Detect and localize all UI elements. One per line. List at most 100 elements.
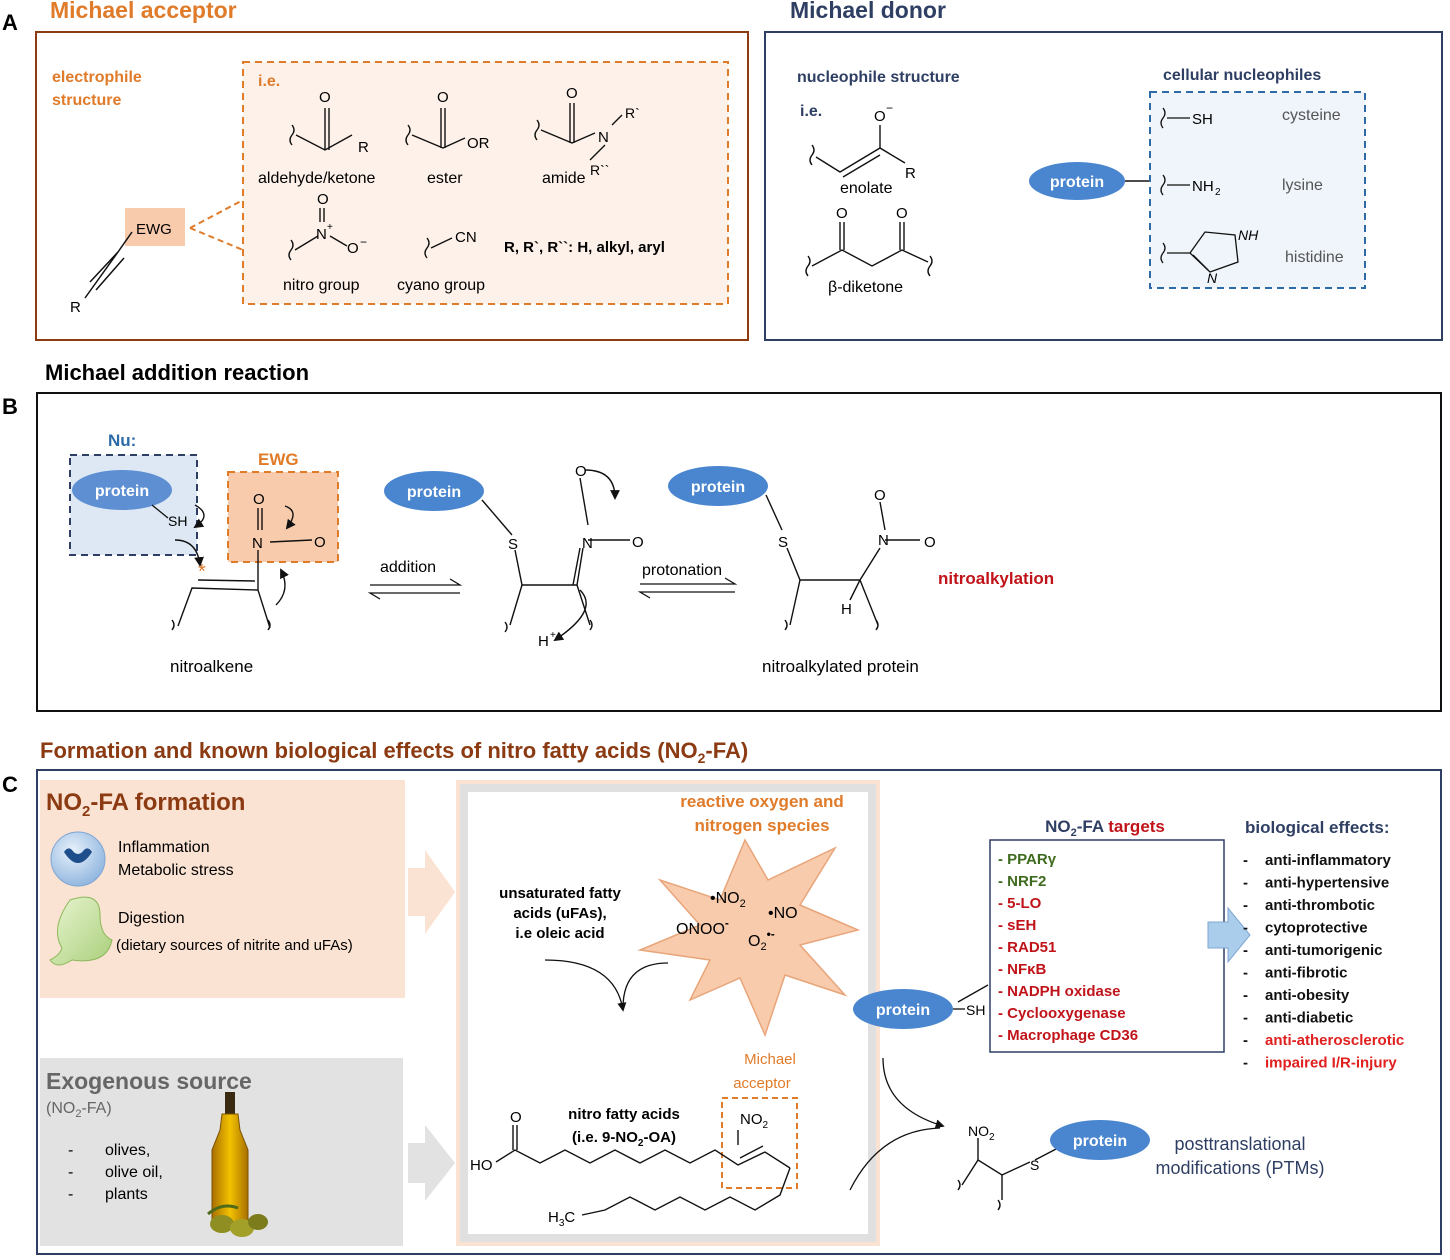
effect-item: anti-inflammatory (1265, 852, 1392, 869)
effect-item: anti-hypertensive (1265, 875, 1389, 892)
intermediate-o-top: O (575, 463, 587, 480)
olive-oil-bottle-icon (207, 1092, 268, 1237)
effect-dash: - (1243, 965, 1248, 982)
asterisk-marker: * (198, 561, 206, 583)
ros-title-2: nitrogen species (694, 816, 829, 835)
nitroalkene-label: nitroalkene (170, 657, 253, 676)
histidine-nh: NH (1238, 227, 1259, 243)
exo-dash-2: - (68, 1164, 73, 1181)
ewg-box (227, 471, 339, 563)
protein-label-c1: protein (876, 1002, 930, 1019)
nitro-group-label: nitro group (283, 277, 360, 294)
amide-r2: R`` (590, 162, 609, 178)
protein-to-targets-line (957, 984, 989, 1003)
nitroalkene-o-minus: O (314, 534, 326, 551)
cellular-nucleophiles-title: cellular nucleophiles (1163, 67, 1321, 84)
metabolic-stress-label: Metabolic stress (118, 862, 234, 879)
peroxynitrite: ONOO- (676, 916, 729, 938)
nitro-group-structure (288, 208, 348, 261)
sh-label-b: SH (168, 513, 187, 529)
r-groups-legend: R, R`, R``: H, alkyl, aryl (504, 239, 665, 256)
dietary-sources-label: (dietary sources of nitrite and uFAs) (116, 937, 353, 954)
protein-sh-c: SH (966, 1002, 985, 1018)
exo-dash-3: - (68, 1186, 73, 1203)
ufa-label-3: i.e oleic acid (515, 925, 604, 942)
effect-item: anti-atherosclerotic (1265, 1032, 1404, 1049)
cyano-cn: CN (455, 229, 477, 246)
ptm-label-2: modifications (PTMs) (1155, 1158, 1324, 1178)
protein-label-b1: protein (95, 483, 149, 500)
michael-donor-title: Michael donor (790, 0, 946, 23)
protein-ellipse-a (1029, 162, 1125, 200)
amide-structure (534, 103, 623, 161)
target-item: - NFκB (998, 961, 1047, 978)
enolate-label: enolate (840, 180, 893, 197)
exogenous-item-olive-oil: olive oil, (105, 1164, 163, 1181)
target-item: - sEH (998, 917, 1036, 934)
ptm-arrow-1 (882, 1057, 945, 1129)
nitro-o-top: O (317, 191, 329, 208)
nitro-fa-label-1: nitro fatty acids (568, 1106, 680, 1123)
michael-acceptor-title: Michael acceptor (50, 0, 237, 23)
aldehyde-o: O (319, 89, 331, 106)
ufa-label-2: acids (uFAs), (513, 905, 606, 922)
r-group: R (70, 299, 81, 316)
superoxide: O2•- (748, 927, 775, 953)
amide-o: O (566, 85, 578, 102)
exo-dash-1: - (68, 1142, 73, 1159)
nitroalkylation-label: nitroalkylation (938, 569, 1054, 588)
michael-acceptor-c-2: acceptor (733, 1075, 791, 1092)
cyano-group-structure (424, 237, 453, 259)
nitro-oleic-acid-structure (495, 1125, 791, 1216)
ester-or: OR (467, 135, 490, 152)
exogenous-title: Exogenous source (46, 1068, 252, 1094)
lysine-nh2-sub: 2 (1215, 187, 1221, 198)
product-s: S (778, 534, 788, 551)
nitroalkylated-protein-structure (765, 494, 920, 631)
amide-label: amide (542, 170, 586, 187)
oa-no2: NO2 (740, 1111, 769, 1131)
ester-label: ester (427, 170, 463, 187)
examples-box (242, 61, 729, 305)
effect-item: anti-fibrotic (1265, 965, 1348, 982)
ewg-label: EWG (136, 221, 172, 238)
panel-letter-c: C (2, 772, 18, 797)
middle-inner-box (460, 784, 876, 1242)
targets-list: - PPARγ- NRF2- 5-LO- sEH- RAD51- NFκB- N… (998, 851, 1138, 1044)
hplus-label: H (538, 633, 549, 650)
effect-item: anti-obesity (1265, 987, 1350, 1004)
target-item: - Cyclooxygenase (998, 1005, 1126, 1022)
target-item: - 5-LO (998, 895, 1042, 912)
svg-text:+: + (550, 630, 556, 641)
ptm-s: S (1030, 1157, 1039, 1173)
protein-ellipse-c1 (853, 989, 953, 1029)
effect-dash: - (1243, 920, 1248, 937)
effect-item: cytoprotective (1265, 920, 1368, 937)
protein-label-b3: protein (691, 479, 745, 496)
protein-label-b2: protein (407, 484, 461, 501)
intermediate-o-minus: O (632, 534, 644, 551)
amide-r1: R` (625, 105, 640, 121)
protein-label-a: protein (1050, 174, 1104, 191)
svg-text:−: − (886, 101, 893, 115)
ester-structure (405, 108, 466, 149)
protonation-label: protonation (642, 562, 722, 579)
exogenous-item-plants: plants (105, 1186, 148, 1203)
product-h: H (841, 601, 852, 618)
effect-item: anti-thrombotic (1265, 897, 1375, 914)
addition-label: addition (380, 559, 436, 576)
effect-item: anti-diabetic (1265, 1010, 1353, 1027)
diketone-o2: O (896, 205, 908, 222)
ptm-label-1: posttranslational (1174, 1134, 1305, 1154)
svg-text:−: − (360, 235, 367, 249)
protein-ellipse-b3 (668, 466, 768, 506)
ros-title-1: reactive oxygen and (680, 792, 843, 811)
exogenous-subtitle: (NO2-FA) (46, 1100, 112, 1120)
enolate-r: R (905, 165, 916, 182)
target-item: - RAD51 (998, 939, 1056, 956)
product-o-top: O (874, 487, 886, 504)
targets-title: NO2-FA targets (1045, 817, 1165, 839)
nitroalkylated-protein-label: nitroalkylated protein (762, 657, 919, 676)
nitro-o-minus: O (347, 240, 359, 257)
product-n: N (878, 532, 889, 549)
